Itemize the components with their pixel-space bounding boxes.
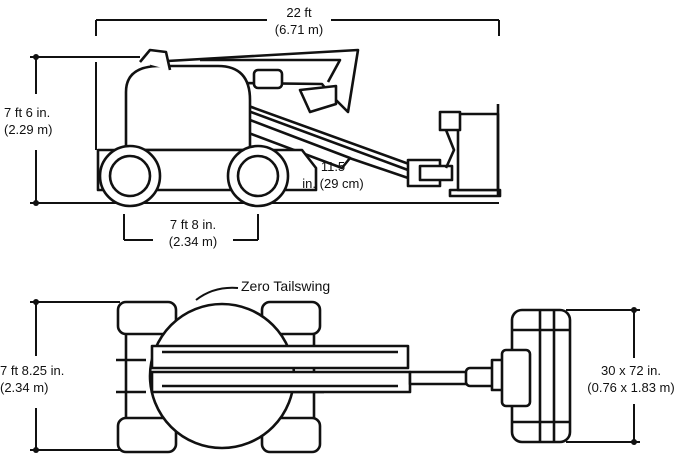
platform-size-label: 30 x 72 in. (0.76 x 1.83 m) <box>584 362 678 396</box>
tailswing-leader-line <box>196 288 238 300</box>
overall-length-metric: (6.71 m) <box>274 22 324 37</box>
ground-clearance-imperial: 11.5 <box>320 159 346 174</box>
tailswing-label: Zero Tailswing <box>241 278 331 295</box>
platform-size-metric: (0.76 x 1.83 m) <box>587 380 675 395</box>
wheelbase-metric: (2.34 m) <box>168 234 218 249</box>
width-bottom-marker <box>33 447 39 453</box>
wheelbase-label: 7 ft 8 in. (2.34 m) <box>153 216 233 250</box>
platform-bottom-marker <box>631 439 637 445</box>
wheelbase-imperial: 7 ft 8 in. <box>169 217 217 232</box>
top-view-lift <box>116 302 570 452</box>
overall-length-dimension-line <box>96 20 499 150</box>
ground-clearance-label: 11.5 in. (29 cm) <box>300 158 366 192</box>
ground-clearance-metric: in. (29 cm) <box>302 176 364 191</box>
height-top-marker <box>33 54 39 60</box>
width-top-marker <box>33 299 39 305</box>
platform-size-dimension-line <box>566 310 640 442</box>
stowed-height-imperial: 7 ft 6 in. <box>4 105 51 120</box>
platform-size-imperial: 30 x 72 in. <box>601 363 661 378</box>
overall-width-imperial: 7 ft 8.25 in. <box>0 363 65 378</box>
overall-length-label: 22 ft (6.71 m) <box>267 4 331 38</box>
overall-width-metric: (2.34 m) <box>0 380 49 395</box>
stowed-height-metric: (2.29 m) <box>4 122 53 137</box>
stowed-height-label: 7 ft 6 in. (2.29 m) <box>4 104 53 138</box>
platform-top-marker <box>631 307 637 313</box>
wheelbase-dimension-line <box>124 214 258 240</box>
overall-width-dimension-line <box>30 302 120 450</box>
overall-width-label: 7 ft 8.25 in. (2.34 m) <box>0 362 65 396</box>
overall-length-imperial: 22 ft <box>286 5 312 20</box>
side-view-lift <box>98 50 500 206</box>
